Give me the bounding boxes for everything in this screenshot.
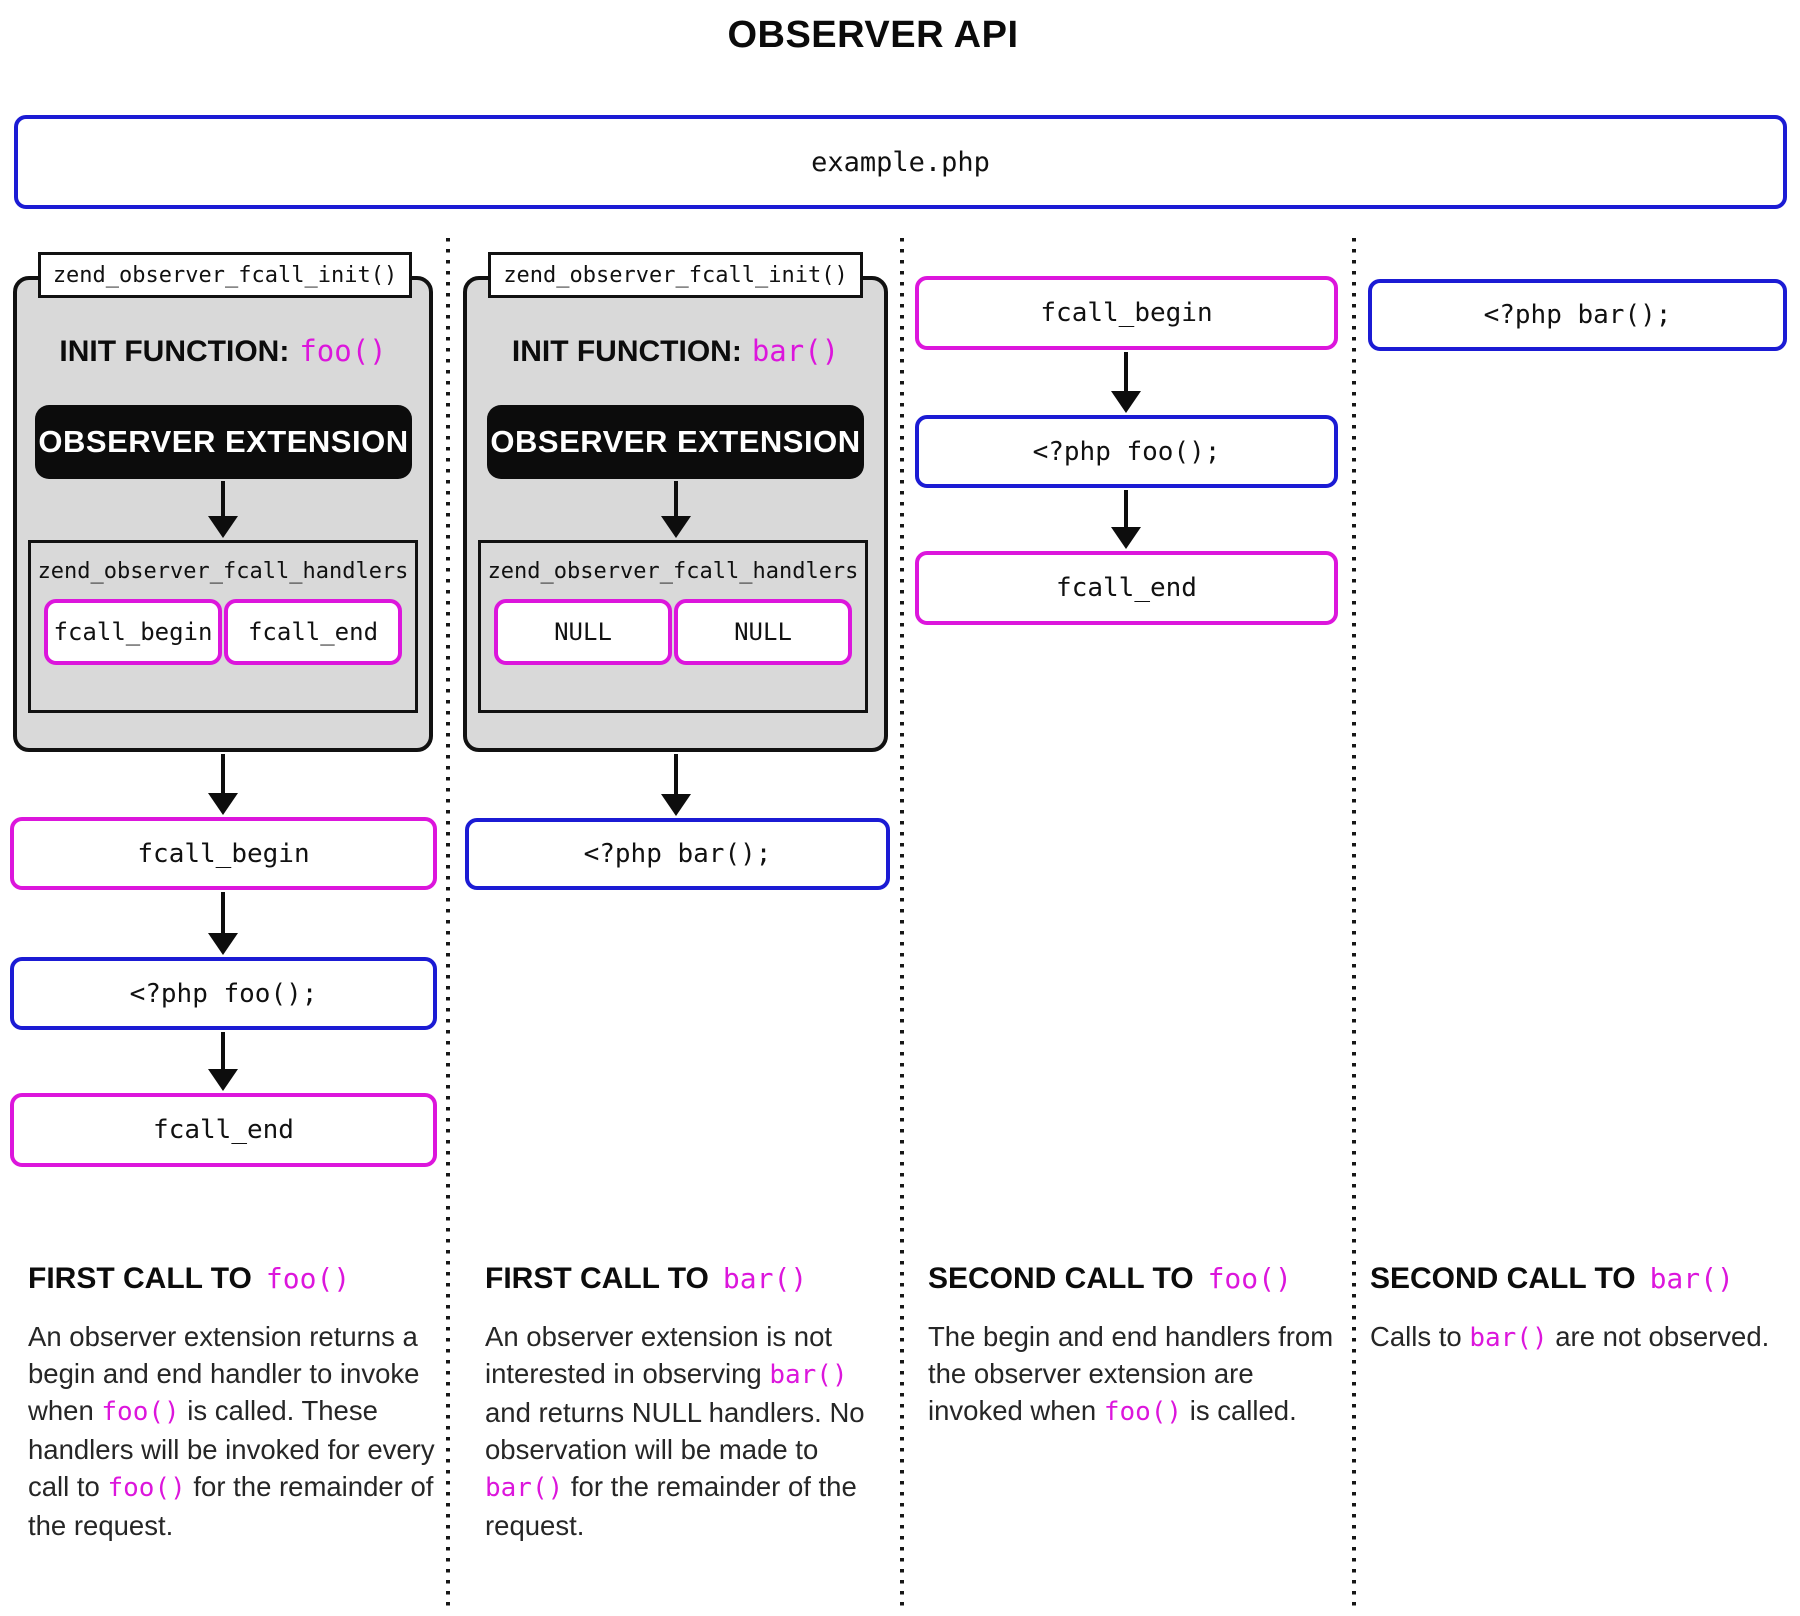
handler-end-chip-null: NULL <box>674 599 852 665</box>
inline-code: foo() <box>107 1473 186 1503</box>
flow-box-fcall-end-2: fcall_end <box>915 551 1338 625</box>
caption-paragraph-second-bar: Calls to bar() are not observed. <box>1370 1321 1770 1353</box>
caption-heading-code: bar() <box>1649 1262 1734 1295</box>
caption-heading-second-bar: SECOND CALL TO bar() <box>1370 1262 1734 1295</box>
caption-paragraph-first-foo: An observer extension returns a begin an… <box>28 1321 435 1541</box>
inline-code: foo() <box>101 1397 180 1427</box>
flow-box-php-foo-2: <?php foo(); <box>915 415 1338 488</box>
flow-box-fcall-begin: fcall_begin <box>10 817 437 890</box>
fcall-handlers-label: zend_observer_fcall_handlers <box>37 559 409 584</box>
init-function-code-bar: bar() <box>751 334 840 368</box>
observer-extension-box-bar: OBSERVER EXTENSION <box>487 405 864 479</box>
init-function-label: INIT FUNCTION: <box>511 335 742 368</box>
inline-code: bar() <box>1469 1323 1548 1353</box>
inline-code: foo() <box>1103 1397 1183 1427</box>
fcall-handlers-box-bar: zend_observer_fcall_handlers NULL NULL <box>478 540 868 713</box>
arrow-down-icon <box>207 1032 239 1091</box>
arrow-down-icon <box>660 754 692 816</box>
column-separator-3 <box>1352 238 1356 1610</box>
caption-heading-first-bar: FIRST CALL TO bar() <box>485 1262 808 1295</box>
caption-heading-code: foo() <box>265 1262 351 1295</box>
fcall-init-label-bar: zend_observer_fcall_init() <box>488 252 863 298</box>
arrow-down-icon <box>660 481 692 538</box>
init-function-code-foo: foo() <box>299 334 387 368</box>
handler-chip-row: NULL NULL <box>481 599 865 665</box>
caption-heading-code: bar() <box>722 1262 808 1295</box>
arrow-down-icon <box>207 754 239 815</box>
init-function-label: INIT FUNCTION: <box>59 335 290 368</box>
handler-begin-chip-null: NULL <box>494 599 672 665</box>
handler-end-chip: fcall_end <box>224 599 402 665</box>
arrow-down-icon <box>1110 352 1142 413</box>
init-function-line-bar: INIT FUNCTION: bar() <box>463 334 888 369</box>
init-function-line-foo: INIT FUNCTION: foo() <box>13 334 433 369</box>
handler-begin-chip: fcall_begin <box>44 599 222 665</box>
caption-paragraph-second-foo: The begin and end handlers from the obse… <box>928 1321 1334 1427</box>
fcall-init-label-foo: zend_observer_fcall_init() <box>38 252 412 298</box>
example-php-box: example.php <box>14 115 1787 209</box>
caption-heading-first-foo: FIRST CALL TO foo() <box>28 1262 351 1295</box>
column-separator-2 <box>900 238 904 1610</box>
column-separator-1 <box>446 238 450 1610</box>
flow-box-fcall-begin-2: fcall_begin <box>915 276 1338 350</box>
example-php-label: example.php <box>811 146 990 178</box>
observer-extension-box-foo: OBSERVER EXTENSION <box>35 405 412 479</box>
page-title: OBSERVER API <box>727 14 1019 56</box>
handler-chip-row: fcall_begin fcall_end <box>31 599 415 665</box>
arrow-down-icon <box>207 481 239 538</box>
caption-paragraph-first-bar: An observer extension is not interested … <box>485 1321 865 1541</box>
arrow-down-icon <box>207 892 239 955</box>
caption-heading-second-foo: SECOND CALL TO foo() <box>928 1262 1292 1295</box>
flow-box-php-bar: <?php bar(); <box>465 818 890 890</box>
fcall-handlers-label: zend_observer_fcall_handlers <box>487 559 859 584</box>
inline-code: bar() <box>485 1473 564 1503</box>
fcall-handlers-box-foo: zend_observer_fcall_handlers fcall_begin… <box>28 540 418 713</box>
caption-heading-code: foo() <box>1207 1262 1292 1295</box>
flow-box-php-foo: <?php foo(); <box>10 957 437 1030</box>
flow-box-fcall-end: fcall_end <box>10 1093 437 1167</box>
flow-box-php-bar-2: <?php bar(); <box>1368 279 1787 351</box>
arrow-down-icon <box>1110 490 1142 549</box>
inline-code: bar() <box>769 1360 848 1390</box>
